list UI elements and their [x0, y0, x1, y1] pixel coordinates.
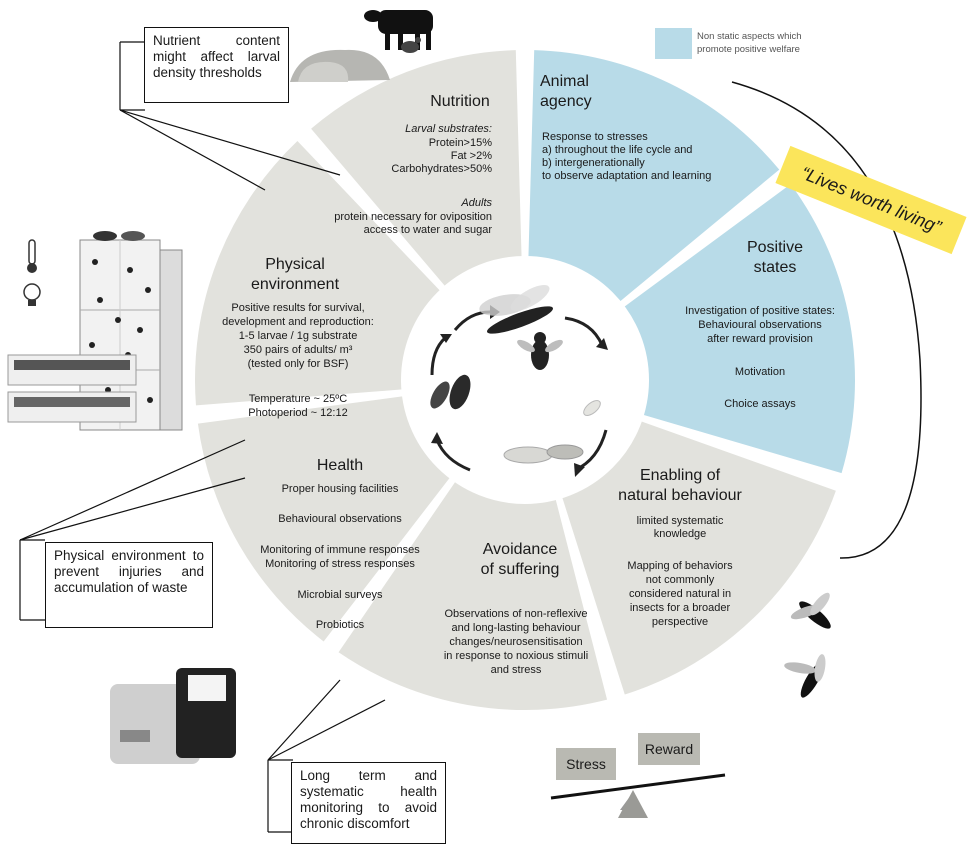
agency-line-2: a) throughout the life cycle and	[542, 144, 693, 156]
physical-line-3: 1-5 larvae / 1g substrate	[238, 330, 358, 342]
nutrition-title: Nutrition	[430, 93, 490, 110]
balance-reward-box: Reward	[638, 733, 700, 765]
natural-line-4: not commonly	[645, 574, 715, 586]
suffering-title-line-1: Avoidance	[482, 541, 558, 558]
segment-health	[197, 396, 450, 642]
health-item-housing: Proper housing facilities	[281, 483, 399, 495]
standing-fly-icon	[517, 332, 563, 370]
positive-title-line-2: states	[753, 259, 797, 276]
nutrition-larval-fat: Fat >2%	[450, 150, 492, 162]
natural-line-2: knowledge	[653, 528, 707, 540]
physical-line-4: 350 pairs of adults/ m³	[243, 344, 353, 356]
legend-text: Non static aspects which promote positiv…	[697, 30, 802, 56]
substrate-pile-icon	[290, 49, 390, 82]
cycle-arrow-5	[430, 336, 447, 376]
physical-line-5: (tested only for BSF)	[247, 358, 349, 370]
arrowhead-2	[596, 338, 608, 350]
callout-nutrient: Nutrient content might affect larval den…	[144, 27, 289, 103]
segment-nutrition	[311, 50, 522, 287]
positive-line-2: Behavioural observations	[698, 319, 822, 331]
physical-line-1: Positive results for survival,	[231, 302, 365, 314]
health-item-microbial: Microbial surveys	[297, 589, 383, 601]
suffering-line-1: Observations of non-reflexive	[444, 608, 588, 620]
flying-insects-icon	[784, 592, 831, 698]
nutrition-adults-heading: Adults	[461, 197, 492, 209]
balance-scale-icon	[550, 773, 726, 818]
health-item-immune: Monitoring of immune responses	[260, 544, 420, 556]
physical-line-2: development and reproduction:	[222, 316, 374, 328]
nutrition-larval-protein: Protein>15%	[428, 137, 492, 149]
adult-fly-icon	[479, 285, 553, 334]
arrowhead-5	[440, 334, 452, 343]
segment-physical-environment	[195, 141, 441, 406]
natural-title-line-2: natural behaviour	[618, 487, 742, 504]
physical-temperature: Temperature ~ 25ºC	[248, 393, 348, 405]
balance-stress-box: Stress	[556, 748, 616, 780]
segment-animal-agency	[528, 50, 780, 302]
suffering-line-3: changes/neurosensitisation	[449, 636, 583, 648]
suffering-line-2: and long-lasting behaviour	[451, 622, 581, 634]
suffering-title-line-2: of suffering	[480, 561, 560, 578]
larval-tray-icon	[7, 354, 137, 423]
nutrition-larval-heading: Larval substrates:	[405, 123, 492, 135]
natural-line-3: Mapping of behaviors	[627, 560, 733, 572]
nutrition-adults-line-2: access to water and sugar	[363, 224, 492, 236]
positive-choice-assays: Choice assays	[724, 398, 796, 410]
segment-avoidance-suffering	[338, 481, 608, 711]
health-title: Health	[316, 457, 364, 474]
positive-line-3: after reward provision	[707, 333, 813, 345]
health-item-stress: Monitoring of stress responses	[265, 558, 415, 570]
chicken-icon	[401, 37, 421, 53]
segment-positive-states	[624, 184, 855, 474]
legend-line-2: promote positive welfare	[697, 44, 800, 55]
health-item-probiotics: Probiotics	[315, 619, 365, 631]
egg-icon	[583, 400, 601, 416]
suffering-line-5: and stress	[490, 664, 542, 676]
callout-physical: Physical environment to prevent injuries…	[45, 542, 213, 628]
cow-icon	[364, 10, 433, 50]
natural-title-line-1: Enabling of	[639, 467, 721, 484]
positive-motivation: Motivation	[734, 366, 786, 378]
natural-line-5: considered natural in	[628, 588, 732, 600]
suffering-line-4: in response to noxious stimuli	[443, 650, 589, 662]
physical-photoperiod: Photoperiod ~ 12:12	[248, 407, 348, 419]
larva-icon	[503, 444, 584, 464]
health-item-behaviour: Behavioural observations	[278, 513, 402, 525]
agency-line-3: b) intergenerationally	[542, 157, 645, 169]
physical-title-line-1: Physical	[265, 256, 325, 273]
agency-title-line-2: agency	[540, 93, 592, 110]
nutrition-larval-carbs: Carbohydrates>50%	[391, 163, 492, 175]
lives-worth-living-arc	[731, 81, 922, 559]
natural-line-7: perspective	[651, 616, 709, 628]
legend-line-1: Non static aspects which	[697, 31, 802, 42]
arrowhead-3	[574, 463, 585, 477]
physical-title-line-2: environment	[250, 276, 340, 293]
thermometer-icon	[27, 239, 37, 273]
nutrition-adults-line-1: protein necessary for oviposition	[334, 211, 492, 223]
agency-title-line-1: Animal	[540, 73, 589, 90]
segment-natural-behaviour	[562, 421, 836, 695]
callout-longterm: Long term and systematic health monitori…	[291, 762, 446, 844]
light-bulb-icon	[23, 283, 41, 306]
wheel-center	[401, 256, 649, 504]
pupa-icon	[430, 374, 471, 410]
agency-line-1: Response to stresses	[542, 131, 648, 143]
agency-line-4: to observe adaptation and learning	[542, 170, 712, 182]
lab-instrument-icon	[110, 668, 236, 764]
positive-title-line-1: Positive	[746, 239, 804, 256]
legend-swatch	[655, 28, 692, 59]
natural-line-6: insects for a broader	[629, 602, 731, 614]
positive-line-1: Investigation of positive states:	[685, 305, 835, 317]
cycle-arrow-2	[564, 316, 604, 346]
callout-connectors	[19, 41, 386, 833]
natural-line-1: limited systematic	[636, 515, 724, 527]
wheel-segments	[195, 50, 855, 711]
arrowhead-4	[431, 432, 443, 444]
